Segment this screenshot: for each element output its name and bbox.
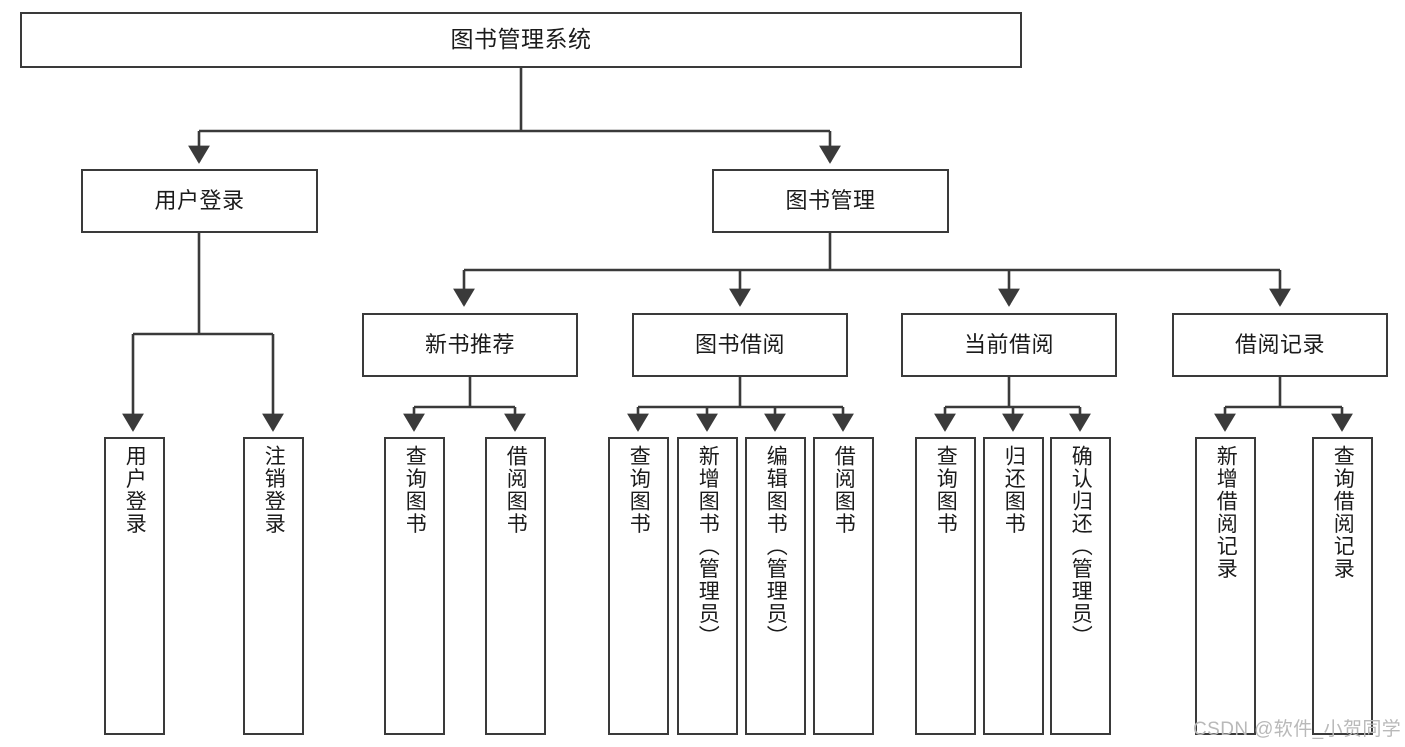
node-book-management[interactable]: 图书管理 — [712, 169, 949, 233]
leaf-edit-book-admin[interactable]: 编辑图书（管理员） — [745, 437, 806, 735]
node-label: 查询图书 — [627, 445, 651, 535]
node-label: 借阅图书 — [832, 445, 856, 535]
node-new-book-recommend[interactable]: 新书推荐 — [362, 313, 578, 377]
node-current-borrow[interactable]: 当前借阅 — [901, 313, 1117, 377]
leaf-borrow-book[interactable]: 借阅图书 — [813, 437, 874, 735]
leaf-return-book[interactable]: 归还图书 — [983, 437, 1044, 735]
node-root-book-management-system[interactable]: 图书管理系统 — [20, 12, 1022, 68]
leaf-logout[interactable]: 注销登录 — [243, 437, 304, 735]
node-label: 查询借阅记录 — [1331, 445, 1355, 580]
node-label: 注销登录 — [262, 445, 286, 535]
node-label: 用户登录 — [123, 445, 147, 535]
node-borrow-record[interactable]: 借阅记录 — [1172, 313, 1388, 377]
node-book-borrow[interactable]: 图书借阅 — [632, 313, 848, 377]
node-label: 图书管理系统 — [450, 26, 592, 53]
node-label: 查询图书 — [403, 445, 427, 535]
node-label: 当前借阅 — [963, 331, 1054, 357]
node-label: 新增图书（管理员） — [696, 445, 720, 648]
leaf-confirm-return-admin[interactable]: 确认归还（管理员） — [1050, 437, 1111, 735]
node-label: 新书推荐 — [424, 331, 515, 357]
node-label: 借阅记录 — [1234, 331, 1325, 357]
node-label: 用户登录 — [154, 187, 245, 213]
csdn-watermark: CSDN @软件_小贺同学 — [1193, 719, 1402, 740]
leaf-query-book-recommend[interactable]: 查询图书 — [384, 437, 445, 735]
leaf-query-borrow-record[interactable]: 查询借阅记录 — [1312, 437, 1373, 735]
node-label: 查询图书 — [934, 445, 958, 535]
node-label: 图书管理 — [785, 187, 876, 213]
node-label: 借阅图书 — [504, 445, 528, 535]
node-label: 新增借阅记录 — [1214, 445, 1238, 580]
leaf-add-borrow-record[interactable]: 新增借阅记录 — [1195, 437, 1256, 735]
leaf-query-book-current[interactable]: 查询图书 — [915, 437, 976, 735]
node-label: 确认归还（管理员） — [1069, 445, 1093, 648]
leaf-borrow-book-recommend[interactable]: 借阅图书 — [485, 437, 546, 735]
leaf-user-login[interactable]: 用户登录 — [104, 437, 165, 735]
node-label: 编辑图书（管理员） — [764, 445, 788, 648]
node-label: 图书借阅 — [694, 331, 785, 357]
leaf-query-book-borrow[interactable]: 查询图书 — [608, 437, 669, 735]
node-label: 归还图书 — [1002, 445, 1026, 535]
node-user-login[interactable]: 用户登录 — [81, 169, 318, 233]
leaf-add-book-admin[interactable]: 新增图书（管理员） — [677, 437, 738, 735]
